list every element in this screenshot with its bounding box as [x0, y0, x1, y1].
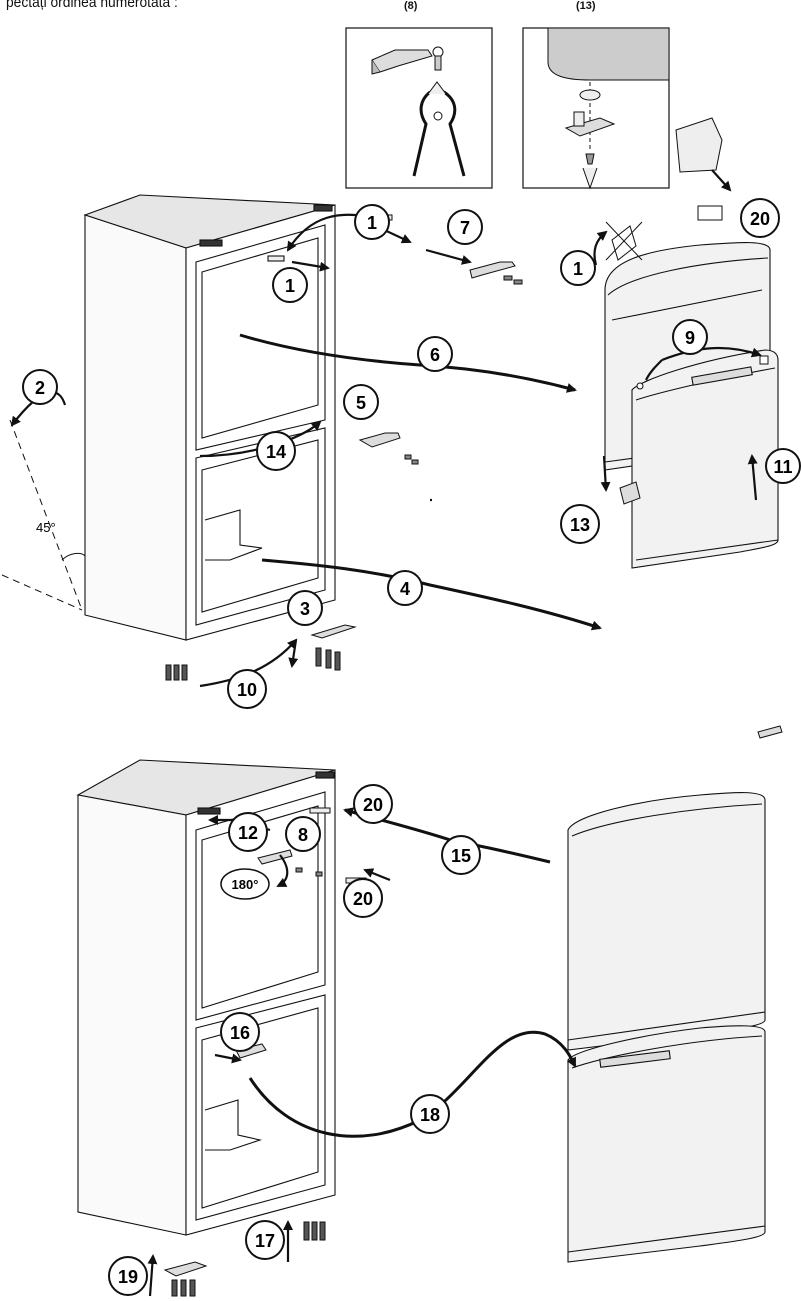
step-badge-17: 17	[245, 1220, 285, 1260]
step-badge-9: 9	[672, 319, 708, 355]
step-badge-10: 10	[227, 669, 267, 709]
step-badge-12: 12	[228, 812, 268, 852]
angle-label: 45°	[36, 520, 56, 535]
tilt-angle-guide: 45°	[1, 419, 86, 611]
svg-text:5: 5	[356, 393, 366, 413]
step-badge-14: 14	[256, 431, 296, 471]
step-badge-1c: 1	[560, 250, 596, 286]
svg-text:20: 20	[750, 209, 770, 229]
hinge-top-7	[371, 214, 523, 285]
freezer-door-bottom-right	[567, 1025, 766, 1263]
rotation-badge: 180°	[220, 868, 270, 900]
step-badge-20b: 20	[353, 784, 393, 824]
step-badge-1a: 1	[272, 267, 308, 303]
fridge-cabinet-top	[83, 194, 336, 641]
step-badge-3: 3	[287, 590, 323, 626]
svg-text:1: 1	[573, 259, 583, 279]
small-parts-right	[605, 117, 783, 739]
step-badge-11: 11	[765, 448, 801, 484]
svg-text:11: 11	[773, 457, 792, 477]
svg-text:2: 2	[35, 378, 45, 398]
hinge-bottom	[165, 624, 357, 681]
svg-text:3: 3	[300, 599, 310, 619]
svg-text:16: 16	[230, 1023, 250, 1043]
step-badge-13: 13	[560, 504, 600, 544]
svg-text:10: 10	[237, 680, 257, 700]
detail-panel-13	[522, 27, 670, 190]
step-badge-1b: 1	[354, 204, 390, 240]
svg-text:180°: 180°	[232, 877, 259, 892]
svg-text:18: 18	[420, 1105, 440, 1125]
step-badge-18: 18	[410, 1094, 450, 1134]
hinge-middle-5	[358, 432, 419, 465]
svg-text:1: 1	[285, 276, 295, 296]
upper-door-bottom-right	[567, 792, 766, 1051]
svg-text:15: 15	[451, 846, 471, 866]
step-badge-6: 6	[417, 336, 453, 372]
step-badge-4: 4	[387, 570, 423, 606]
svg-text:1: 1	[367, 213, 377, 233]
detail-panel-8	[345, 27, 493, 189]
svg-text:17: 17	[255, 1231, 275, 1251]
step-badge-2: 2	[22, 369, 58, 405]
svg-text:4: 4	[400, 579, 410, 599]
step-badge-15: 15	[441, 835, 481, 875]
svg-text:9: 9	[685, 328, 695, 348]
svg-text:8: 8	[298, 825, 308, 845]
step-badge-16: 16	[220, 1012, 260, 1052]
detail-title-8: (8)	[404, 0, 418, 12]
instruction-caption: pectați ordinea numerotată :	[6, 0, 178, 11]
svg-text:13: 13	[570, 515, 590, 535]
step-badge-19: 19	[108, 1256, 148, 1296]
step-badge-7: 7	[447, 209, 483, 245]
step-badge-20a: 20	[740, 198, 780, 238]
step-badge-20c: 20	[343, 878, 383, 918]
step-badges: 1 1 1 2 3 4 5 6 7 9 10 11 13 14 20 12 8 …	[22, 198, 801, 1296]
freezer-door-right	[631, 349, 779, 569]
detail-title-13: (13)	[576, 0, 596, 12]
svg-text:12: 12	[238, 823, 258, 843]
svg-text:20: 20	[363, 795, 383, 815]
svg-text:7: 7	[460, 218, 470, 238]
svg-text:20: 20	[353, 889, 373, 909]
svg-text:14: 14	[266, 442, 286, 462]
step-badge-8: 8	[285, 816, 321, 852]
svg-text:19: 19	[118, 1267, 138, 1287]
svg-text:6: 6	[430, 345, 440, 365]
step-badge-5: 5	[343, 384, 379, 420]
